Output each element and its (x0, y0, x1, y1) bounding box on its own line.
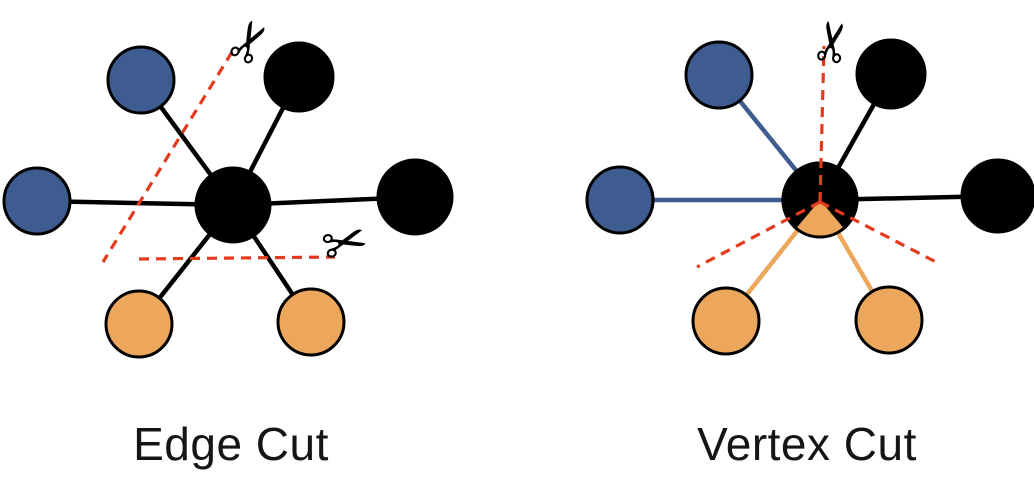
node-top-right-black (263, 41, 335, 113)
node-left-blue (585, 165, 655, 235)
cut-line-horizontal (138, 255, 336, 261)
node-left-blue (2, 166, 72, 236)
node-center-black (194, 166, 272, 244)
cut-line-down-right (819, 200, 937, 264)
node-top-left-blue (684, 40, 754, 110)
panel-label-edge-cut: Edge Cut (133, 418, 329, 470)
center-node-orange-segment (796, 200, 844, 237)
edge-cut-nodes (2, 41, 454, 359)
cut-line-up (818, 45, 826, 203)
node-right-black (376, 158, 454, 236)
node-top-left-blue (106, 45, 176, 115)
cut-line-down-left (696, 200, 821, 269)
panel-label-vertex-cut: Vertex Cut (697, 418, 917, 470)
node-top-right-black (855, 38, 927, 110)
node-right-black (960, 158, 1034, 234)
cut-line-diagonal (101, 51, 234, 263)
panel-edge-cut: ✂ ✂ Edge Cut (2, 7, 454, 470)
node-bottom-right-orange (854, 285, 924, 355)
vertex-cut-cut-lines (696, 45, 937, 269)
panel-vertex-cut: ✂ Vertex Cut (585, 14, 1034, 470)
edge-cut-cut-lines (101, 51, 336, 263)
scissors-icon: ✂ (798, 14, 868, 70)
node-bottom-left-orange (104, 289, 174, 359)
scissors-icon: ✂ (315, 207, 375, 280)
vertex-cut-nodes (585, 38, 1034, 356)
node-bottom-right-orange (276, 287, 346, 357)
node-bottom-left-orange (691, 286, 761, 356)
